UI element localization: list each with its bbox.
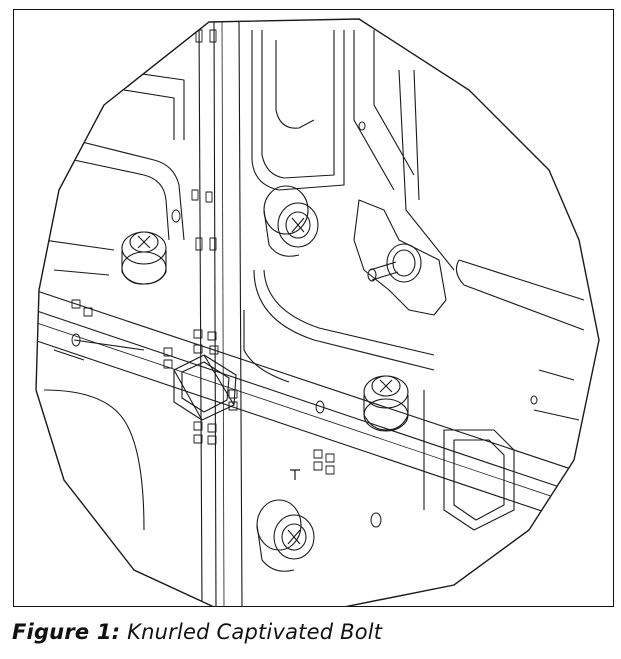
knurled-bolt-top [263,185,319,257]
latch-fitting [353,199,447,316]
horizontal-rail [36,289,599,533]
figure-caption-text: Knurled Captivated Bolt [127,620,383,644]
figure-caption: Figure 1: Knurled Captivated Bolt [12,620,382,644]
right-housing [243,30,585,531]
slot-marks [71,29,335,475]
holes [71,121,538,528]
knurled-bolt-right [363,375,409,432]
figure-caption-label: Figure 1: [12,620,121,644]
t-mark [290,469,300,480]
knurled-bolt-left [121,231,167,285]
knurled-bolt-bottom [256,499,315,572]
left-housing [43,69,185,531]
detail-boundary [35,18,600,606]
vertical-rail [198,19,243,606]
bolt-drawing [35,18,600,606]
figure-frame [13,9,614,607]
